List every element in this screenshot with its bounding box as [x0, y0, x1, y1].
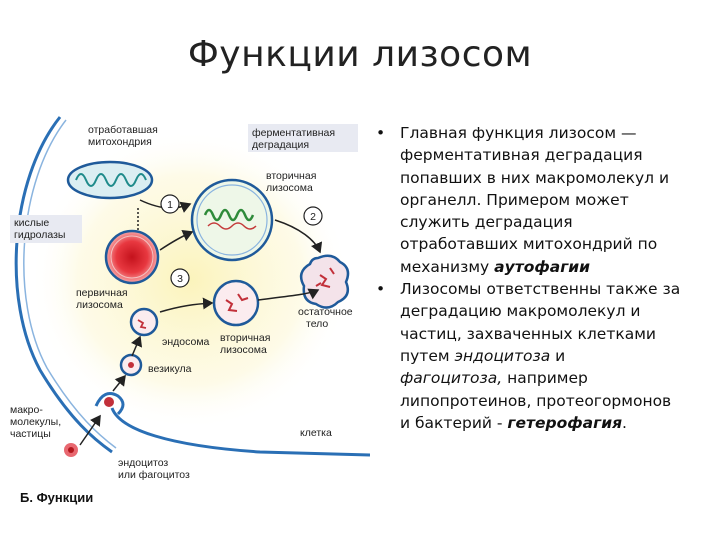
label-endo-1: эндоцитоз — [118, 457, 168, 469]
bullet-text: путем — [400, 346, 455, 365]
endosome — [129, 307, 159, 337]
bullet-item: • Главная функция лизосом — ферментативная… — [372, 122, 708, 278]
bullet-text: частиц, захваченных клетками — [400, 324, 656, 343]
endocytosis-pit — [94, 392, 125, 416]
bullet-text: . — [622, 413, 627, 432]
bullet-text: и — [550, 346, 566, 365]
bullet-line: и бактерий - гетерофагия. — [400, 412, 708, 434]
bullet-symbol: • — [376, 124, 386, 142]
bullet-text: Лизосомы ответственны также за — [400, 280, 681, 299]
bullet-text: отработавших митохондрий по — [400, 235, 658, 254]
label-residual-1: остаточное — [298, 306, 353, 318]
bullet-line: Лизосомы ответственны также за — [400, 278, 708, 300]
bullet-text: деградацию макромолекул и — [400, 302, 641, 321]
cell-membrane-lower — [110, 407, 370, 457]
bullet-item: • Лизосомы ответственны также за деградаци… — [372, 278, 708, 434]
label-endo-2: или фагоцитоз — [118, 469, 190, 481]
bullet-text: механизму — [400, 257, 495, 276]
label-vesicle: везикула — [148, 363, 192, 375]
label-spent-mito-1: отработавшая — [88, 124, 158, 136]
step-3-label: 3 — [177, 273, 183, 285]
bullet-text: например — [502, 369, 588, 388]
vesicle — [119, 353, 143, 377]
secondary-lysosome-bottom — [212, 279, 260, 327]
bullet-symbol: • — [376, 280, 386, 299]
bullet-line: ферментативная деградация — [400, 144, 708, 166]
cell-membrane-inner — [23, 119, 117, 449]
label-macro-3: частицы — [10, 428, 51, 440]
label-enzymatic-1: ферментативная — [252, 127, 335, 139]
step-1-label: 1 — [167, 199, 173, 211]
bullet-line: липопротеинов, протеогормонов — [400, 390, 708, 412]
bullet-text: Главная функция лизосом — — [400, 124, 637, 142]
bullet-text: фагоцитоза, — [400, 369, 503, 388]
bullet-line: механизму аутофагии — [400, 256, 708, 278]
diagram-caption: Б. Функции — [20, 490, 93, 505]
label-acid-2: гидролазы — [14, 229, 65, 241]
bullet-line: отработавших митохондрий по — [400, 233, 708, 255]
label-macro-2: молекулы, — [10, 416, 61, 428]
bullet-line: Главная функция лизосом — — [400, 122, 708, 144]
label-primary-2: лизосома — [76, 299, 123, 311]
label-secondary-top-2: лизосома — [266, 182, 313, 194]
macromolecules — [64, 443, 78, 457]
label-endosome: эндосома — [162, 336, 210, 348]
label-residual-2: тело — [306, 318, 328, 330]
label-enzymatic-2: деградация — [252, 139, 309, 151]
bullet-text: ферментативная деградация — [400, 146, 643, 165]
bullet-text: липопротеинов, протеогормонов — [400, 391, 672, 410]
step-2-label: 2 — [310, 211, 316, 223]
lysosome-function-diagram: 1 2 3 отработавшая митохондрия ферментат… — [10, 116, 370, 505]
bullet-line: путем эндоцитоза и — [400, 345, 708, 367]
label-macro-1: макро- — [10, 404, 43, 416]
bullet-text: попавших в них макромолекул и — [400, 168, 670, 187]
bullet-line: фагоцитоза, например — [400, 367, 708, 389]
bullet-line: попавших в них макромолекул и — [400, 167, 708, 189]
bullet-text: служить деградация — [400, 213, 573, 232]
label-acid-1: кислые — [14, 217, 49, 229]
bullet-text: органелл. Примером может — [400, 190, 629, 209]
label-spent-mito-2: митохондрия — [88, 136, 152, 148]
label-secondary-bot-2: лизосома — [220, 344, 267, 356]
acid-label-box — [10, 215, 82, 243]
bullet-list: • Главная функция лизосом — ферментативная… — [372, 122, 708, 434]
secondary-lysosome-top — [190, 178, 274, 262]
bullet-text: и бактерий - — [400, 413, 508, 432]
bullet-text: аутофагии — [494, 257, 591, 276]
pathway-arrows — [79, 199, 323, 446]
bullet-line: деградацию макромолекул и — [400, 300, 708, 322]
step-marker-3: 3 — [170, 268, 190, 288]
label-secondary-bot-1: вторичная — [220, 332, 270, 344]
label-secondary-top-1: вторичная — [266, 170, 316, 182]
bullet-line: частиц, захваченных клетками — [400, 323, 708, 345]
slide-title: Функции лизосом — [187, 34, 533, 75]
spent-mitochondrion — [66, 160, 154, 200]
primary-lysosome — [104, 229, 160, 285]
enzymatic-label-box — [248, 124, 358, 152]
step-marker-2: 2 — [303, 206, 323, 226]
label-primary-1: первичная — [76, 287, 128, 299]
bullet-line: органелл. Примером может — [400, 189, 708, 211]
bullet-line: служить деградация — [400, 211, 708, 233]
bullet-text: эндоцитоза — [454, 346, 551, 365]
step-marker-1: 1 — [160, 194, 180, 214]
label-cell: клетка — [300, 427, 332, 439]
bullet-text: гетерофагия — [507, 413, 623, 432]
